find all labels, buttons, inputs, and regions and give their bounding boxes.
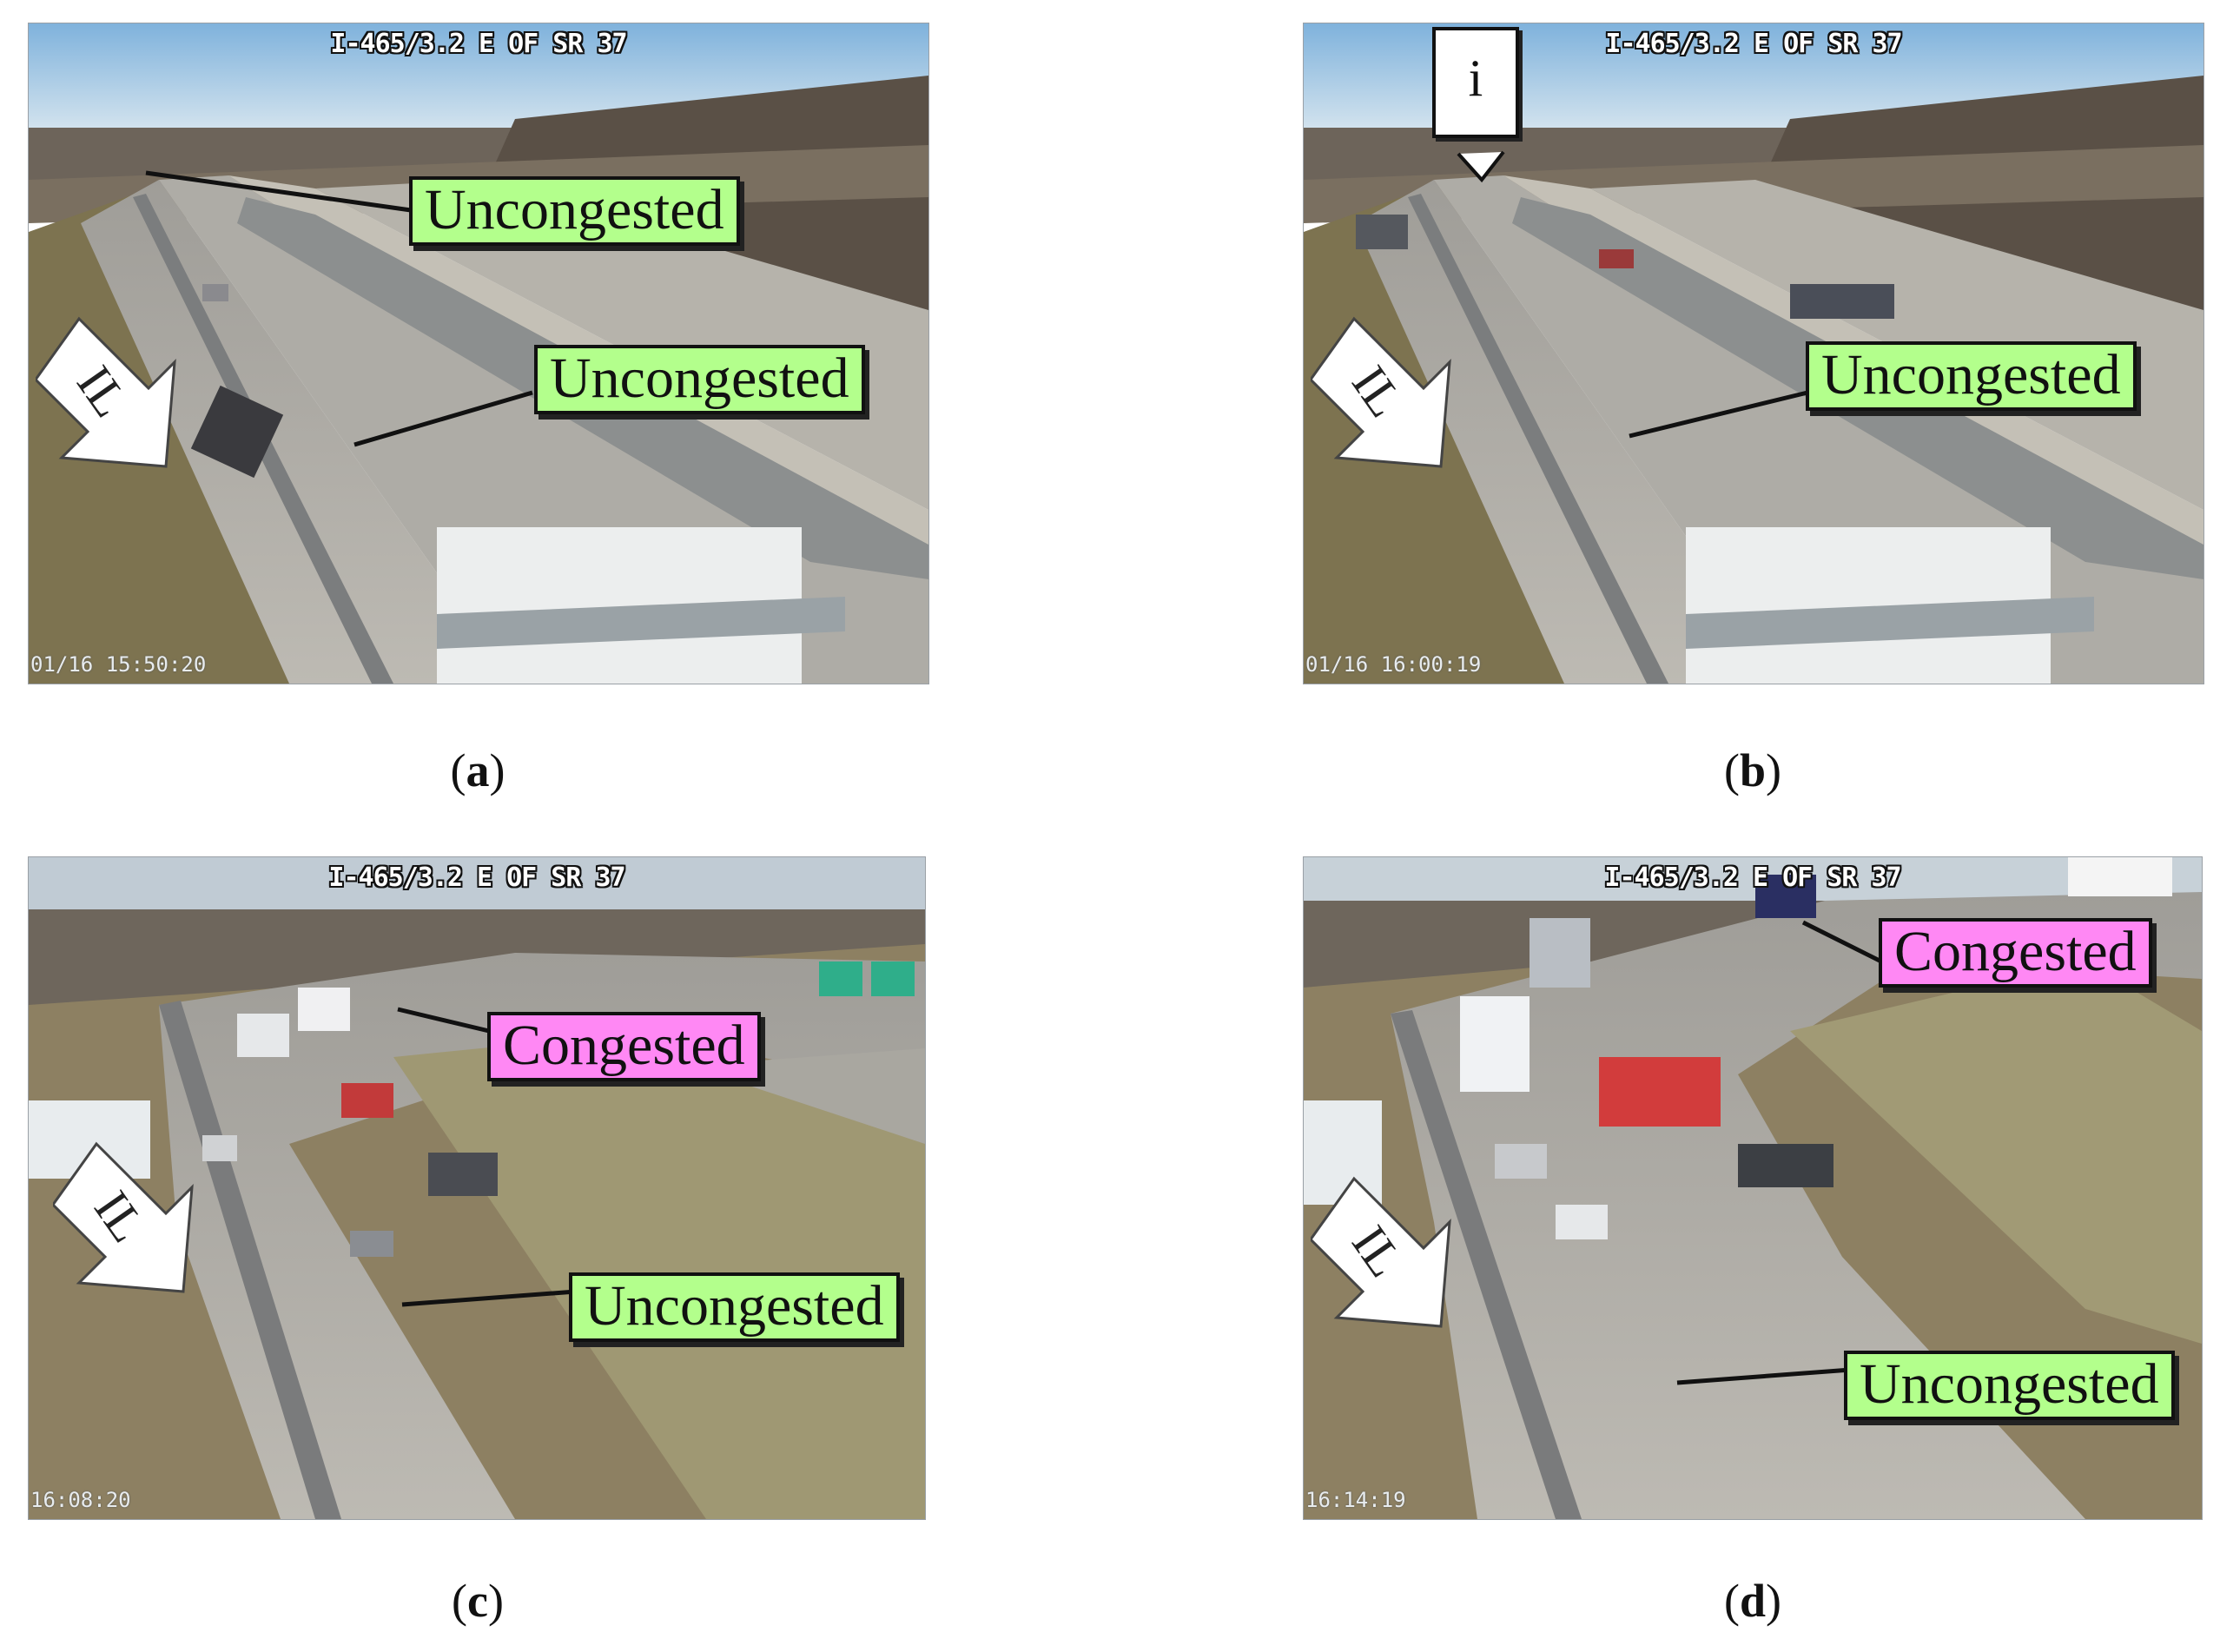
camera-panel-b: I-465/3.2 E OF SR 37 01/16 16:00:19 i Un… xyxy=(1303,23,2204,684)
camera-panel-d: I-465/3.2 E OF SR 37 16:14:19 Congested … xyxy=(1303,856,2203,1520)
camera-panel-a: I-465/3.2 E OF SR 37 01/16 15:50:20 Unco… xyxy=(28,23,929,684)
caption-a: (a) xyxy=(450,744,505,796)
traffic-camera-image-c xyxy=(29,857,925,1519)
caption-c: (c) xyxy=(452,1575,504,1627)
traffic-camera-image-d xyxy=(1304,857,2202,1519)
traffic-camera-image-a xyxy=(29,23,928,684)
caption-b: (b) xyxy=(1723,744,1781,796)
traffic-camera-image-b xyxy=(1304,23,2203,684)
caption-d: (d) xyxy=(1723,1575,1781,1627)
camera-panel-c: I-465/3.2 E OF SR 37 16:08:20 Congested … xyxy=(28,856,926,1520)
